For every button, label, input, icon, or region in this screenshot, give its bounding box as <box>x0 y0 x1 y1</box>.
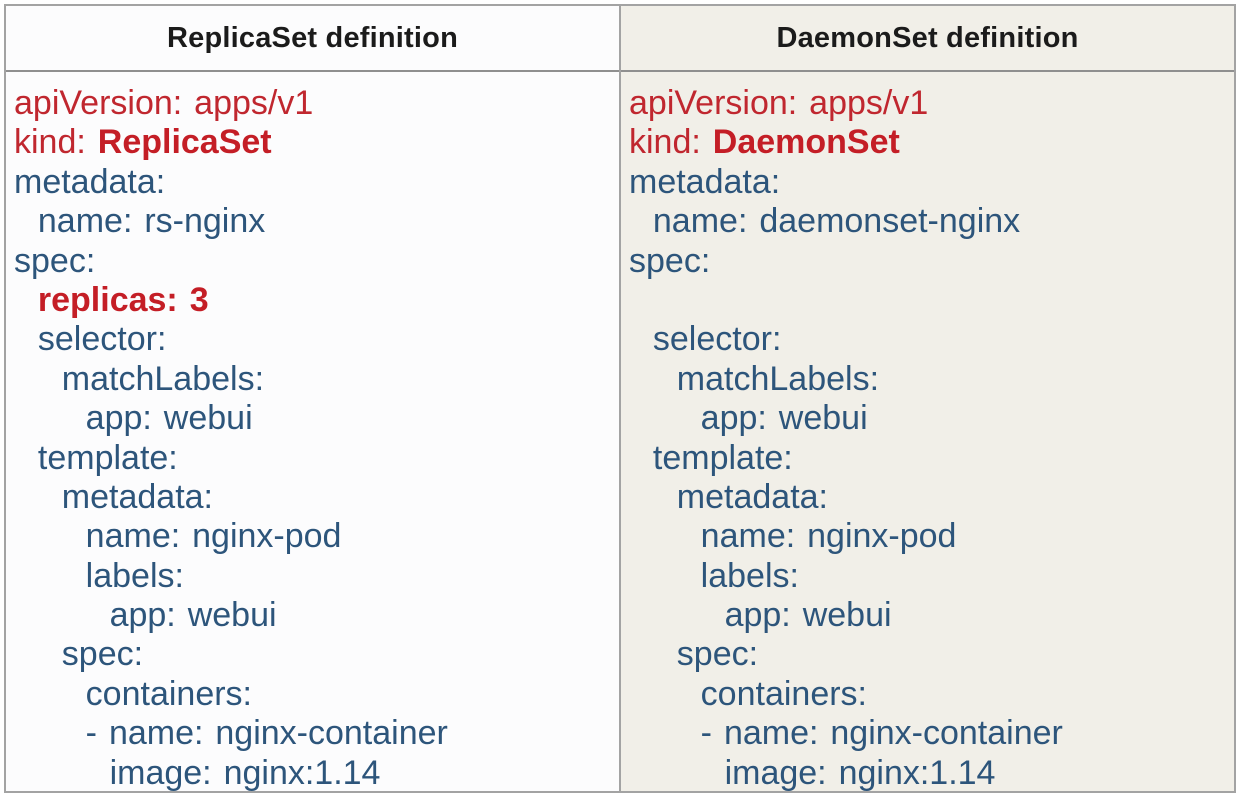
code-segment: app: webui <box>629 596 892 635</box>
code-line: metadata: <box>629 163 1234 202</box>
code-segment: name: rs-nginx <box>14 202 266 241</box>
code-segment: name: daemonset-nginx <box>629 202 1021 241</box>
code-segment: app: webui <box>14 399 253 438</box>
code-line: containers: <box>14 675 619 714</box>
code-line: spec: <box>14 635 619 674</box>
code-line: template: <box>629 439 1234 478</box>
code-line: spec: <box>14 242 619 281</box>
code-segment: labels: <box>14 556 184 595</box>
code-segment: selector: <box>629 320 782 359</box>
code-segment: DaemonSet <box>712 123 900 162</box>
code-segment: app: webui <box>629 399 868 438</box>
code-line: matchLabels: <box>14 360 619 399</box>
code-segment: - name: nginx-container <box>14 714 448 753</box>
definition-comparison-table: ReplicaSet definition apiVersion: apps/v… <box>4 4 1236 793</box>
code-segment: apiVersion: apps/v1 <box>629 84 929 122</box>
code-segment: matchLabels: <box>14 359 265 398</box>
replicaset-header-label: ReplicaSet definition <box>166 21 458 54</box>
code-line: app: webui <box>629 596 1234 635</box>
code-segment: spec: <box>629 241 711 280</box>
replicaset-column: ReplicaSet definition apiVersion: apps/v… <box>6 6 619 791</box>
code-segment: apiVersion: apps/v1 <box>14 84 314 122</box>
code-line: spec: <box>629 635 1234 674</box>
code-segment: metadata: <box>14 477 213 516</box>
code-segment: name: nginx-pod <box>14 517 342 556</box>
code-segment: containers: <box>14 674 252 713</box>
code-segment: spec: <box>629 635 759 674</box>
daemonset-column-header: DaemonSet definition <box>621 6 1234 72</box>
code-line: metadata: <box>14 478 619 517</box>
code-line: spec: <box>629 242 1234 281</box>
code-segment: labels: <box>629 556 799 595</box>
code-segment: metadata: <box>14 162 166 201</box>
code-line: - name: nginx-container <box>629 714 1234 753</box>
daemonset-column: DaemonSet definition apiVersion: apps/v1… <box>619 6 1234 791</box>
code-line: template: <box>14 439 619 478</box>
code-line: name: nginx-pod <box>629 517 1234 556</box>
code-segment: image: nginx:1.14 <box>629 753 996 791</box>
code-line: replicas: 3 <box>14 281 619 320</box>
code-line: name: daemonset-nginx <box>629 202 1234 241</box>
code-segment: image: nginx:1.14 <box>14 753 381 791</box>
code-line: - name: nginx-container <box>14 714 619 753</box>
code-line: metadata: <box>629 478 1234 517</box>
code-line: image: nginx:1.14 <box>629 754 1234 791</box>
daemonset-header-label: DaemonSet definition <box>776 21 1079 54</box>
code-segment: matchLabels: <box>629 359 880 398</box>
code-segment: containers: <box>629 674 867 713</box>
code-line: apiVersion: apps/v1 <box>629 84 1234 123</box>
code-segment: metadata: <box>629 162 781 201</box>
code-segment: template: <box>14 438 178 477</box>
code-line: apiVersion: apps/v1 <box>14 84 619 123</box>
code-line: metadata: <box>14 163 619 202</box>
code-segment: replicas: 3 <box>14 280 209 319</box>
code-segment: kind: <box>629 123 713 162</box>
code-line: name: rs-nginx <box>14 202 619 241</box>
code-line <box>629 281 1234 320</box>
code-line: app: webui <box>14 596 619 635</box>
code-line: containers: <box>629 675 1234 714</box>
code-segment: template: <box>629 438 793 477</box>
code-line: labels: <box>14 557 619 596</box>
code-segment: metadata: <box>629 477 828 516</box>
code-segment: spec: <box>14 241 96 280</box>
code-segment: name: nginx-pod <box>629 517 957 556</box>
code-segment: - name: nginx-container <box>629 714 1063 753</box>
code-line: selector: <box>14 320 619 359</box>
code-line: app: webui <box>629 399 1234 438</box>
code-segment: spec: <box>14 635 144 674</box>
code-line: app: webui <box>14 399 619 438</box>
code-line: name: nginx-pod <box>14 517 619 556</box>
replicaset-column-header: ReplicaSet definition <box>6 6 619 72</box>
code-segment: app: webui <box>14 596 277 635</box>
code-line: image: nginx:1.14 <box>14 754 619 791</box>
code-segment: selector: <box>14 320 167 359</box>
code-line: labels: <box>629 557 1234 596</box>
code-line: matchLabels: <box>629 360 1234 399</box>
code-line: selector: <box>629 320 1234 359</box>
code-segment: kind: <box>14 123 98 162</box>
code-line: kind: ReplicaSet <box>14 123 619 162</box>
code-line: kind: DaemonSet <box>629 123 1234 162</box>
code-segment: ReplicaSet <box>97 123 272 162</box>
